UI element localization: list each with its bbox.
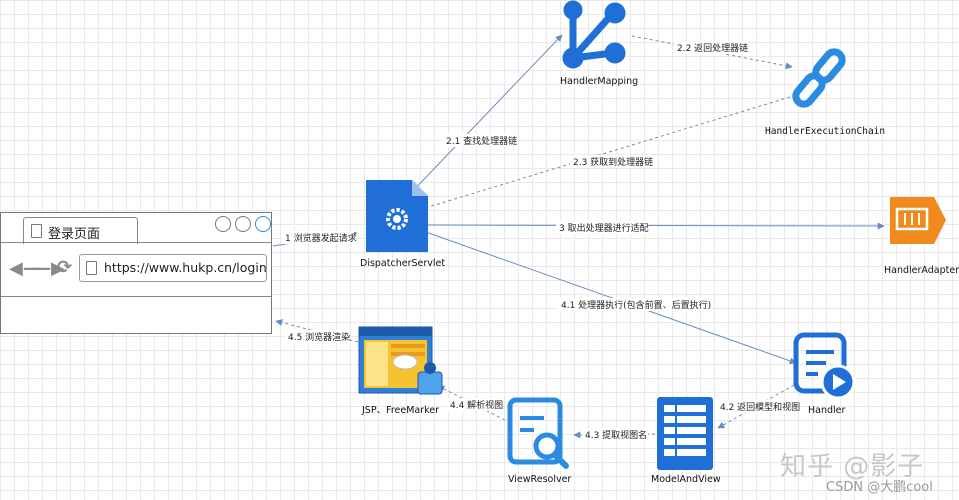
edge-4-1-label: 4.1 处理器执行(包含前置、后置执行)	[561, 299, 711, 311]
execution-chain-label: HandlerExecutionChain	[765, 126, 885, 137]
table-list-icon	[657, 397, 713, 470]
jsp-label: JSP、FreeMarker	[361, 405, 439, 416]
url-document-icon	[86, 261, 97, 275]
document-search-icon	[507, 397, 569, 469]
handler-node: Handler	[793, 332, 856, 416]
handler-adapter-label: HandlerAdapter	[884, 265, 959, 276]
edge-2-3-label: 2.3 获取到处理器链	[573, 156, 653, 168]
chain-link-icon	[792, 48, 846, 108]
reload-icon[interactable]: ⟳	[57, 257, 73, 278]
zhihu-watermark: 知乎 @影子	[780, 452, 925, 482]
dispatcher-servlet-label: DispatcherServlet	[360, 258, 445, 269]
document-gear-icon	[366, 180, 428, 252]
url-text: https://www.hukp.cn/login	[104, 260, 267, 275]
edge-3-label: 3 取出处理器进行适配	[559, 222, 649, 234]
edge-2-2-label: 2.2 返回处理器链	[677, 42, 748, 54]
handler-mapping-node: HandlerMapping	[560, 0, 638, 87]
window-button-1-icon[interactable]	[215, 216, 231, 232]
edge-2-1-line	[407, 34, 563, 197]
handler-adapter-node: HandlerAdapter	[884, 197, 959, 276]
window-button-2-icon[interactable]	[235, 216, 251, 232]
address-bar[interactable]: https://www.hukp.cn/login	[79, 254, 267, 282]
view-resolver-label: ViewResolver	[508, 474, 571, 485]
model-and-view-label: ModelAndView	[651, 474, 721, 485]
edge-1-label: 1 浏览器发起请求	[285, 232, 357, 244]
dispatcher-servlet-node: DispatcherServlet	[360, 180, 445, 269]
window-button-3-icon[interactable]	[255, 216, 271, 232]
tab-bar-divider	[1, 242, 271, 243]
edge-4-3-label: 4.3 提取视图名	[585, 429, 647, 441]
toolbar-divider	[1, 296, 271, 297]
edge-labels: 1 浏览器发起请求 2.1 查找处理器链 2.2 返回处理器链 2.3 获取到处…	[282, 41, 800, 441]
browser-tab[interactable]: 登录页面	[23, 217, 138, 244]
execution-chain-node: HandlerExecutionChain	[765, 48, 885, 137]
model-and-view-node: ModelAndView	[651, 397, 721, 485]
page-document-icon	[31, 224, 42, 238]
edge-2-3-line	[411, 96, 791, 214]
jsp-node: JSP、FreeMarker	[358, 326, 443, 416]
edge-3-line	[419, 221, 885, 230]
web-page-icon	[358, 326, 443, 395]
view-resolver-node: ViewResolver	[507, 397, 571, 485]
arrow-left-icon[interactable]: ◀—	[9, 258, 41, 279]
edge-2-1-label: 2.1 查找处理器链	[446, 135, 517, 147]
edge-4-5-label: 4.5 浏览器渲染	[288, 331, 350, 343]
handler-mapping-label: HandlerMapping	[560, 76, 638, 87]
branch-icon	[562, 0, 626, 69]
edge-4-1-line	[419, 229, 797, 365]
csdn-watermark: CSDN @大鹏cool	[826, 480, 933, 495]
browser-window: 登录页面 ◀— —▶ ⟳ https://www.hukp.cn/login	[0, 212, 272, 334]
browser-tab-title: 登录页面	[48, 227, 101, 242]
edge-4-2-label: 4.2 返回模型和视图	[720, 401, 800, 413]
handler-doc-play-icon	[793, 332, 856, 400]
adapter-card-icon	[890, 197, 946, 244]
arrow-right-icon[interactable]: —▶	[33, 258, 65, 279]
edge-4-4-label: 4.4 解析视图	[450, 399, 503, 411]
handler-label: Handler	[808, 405, 846, 416]
